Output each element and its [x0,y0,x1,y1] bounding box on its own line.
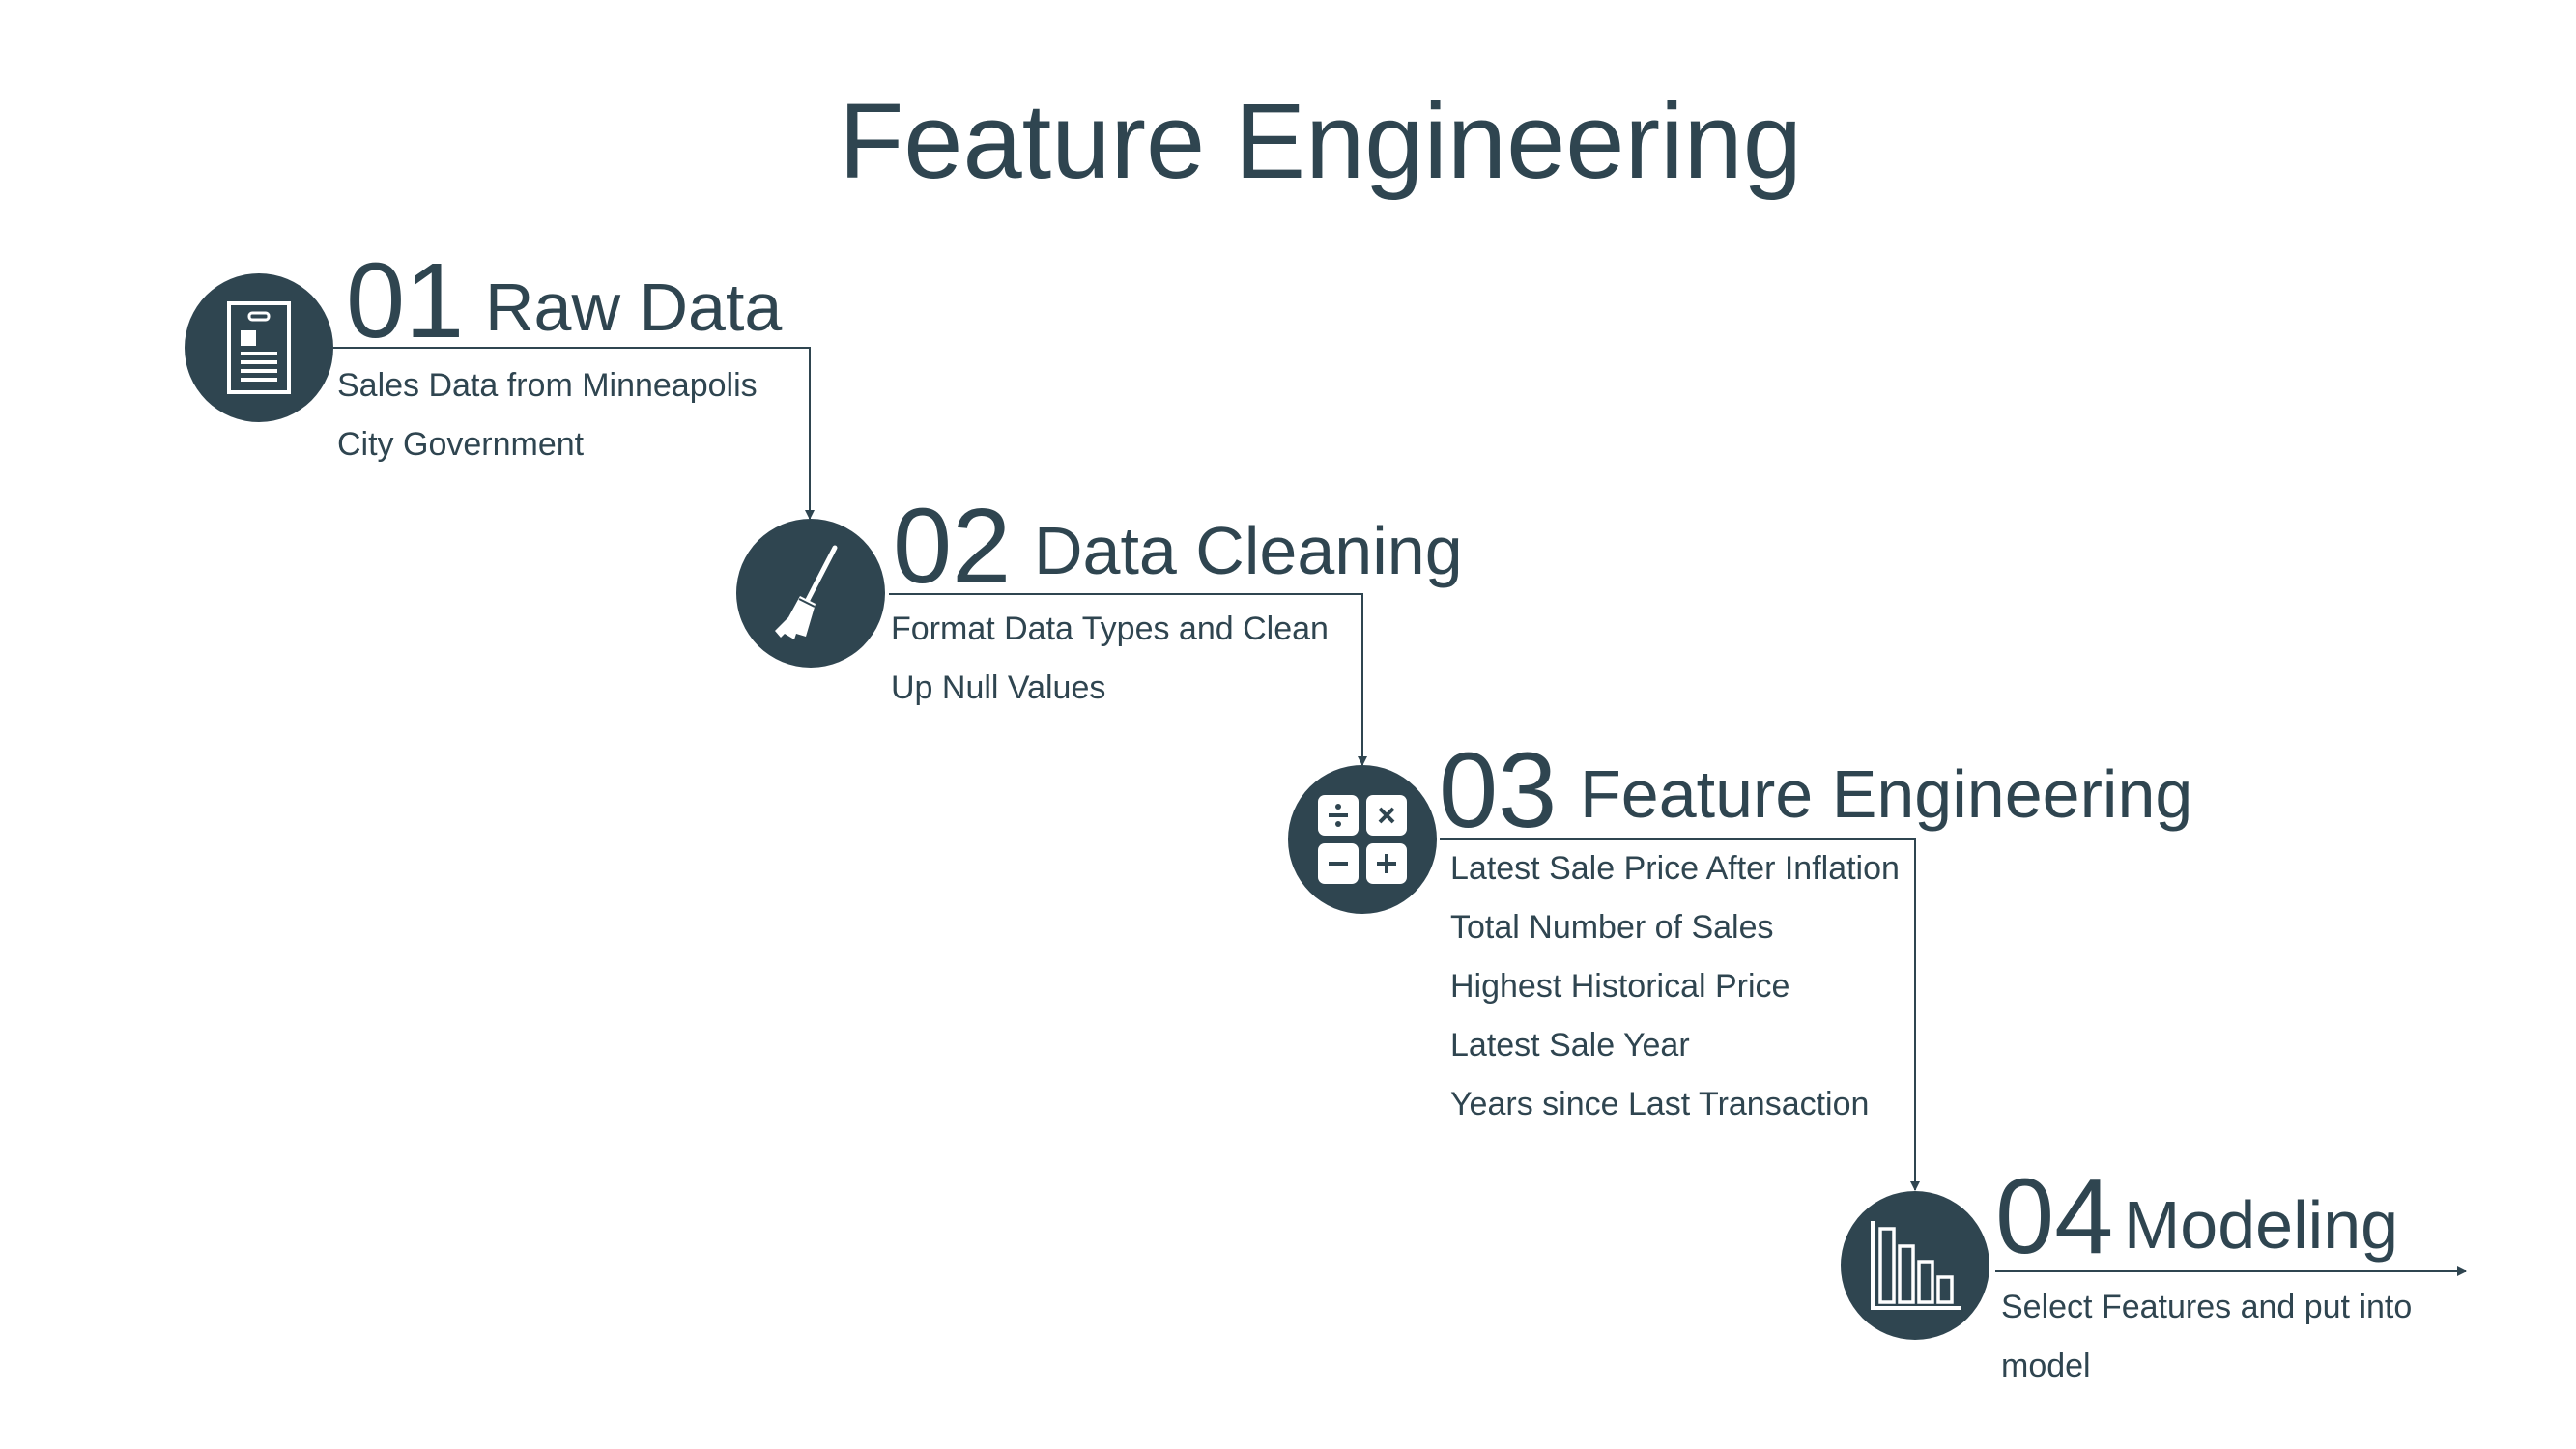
description-line: Years since Last Transaction [1450,1086,1870,1122]
step-icon-circle [1841,1191,1989,1340]
description-line: Sales Data from Minneapolis [337,367,758,404]
step-title: Modeling [2124,1187,2399,1263]
step-number: 04 [1995,1157,2114,1276]
description-line: Highest Historical Price [1450,968,1790,1005]
step-number: 01 [346,242,465,360]
step-title: Raw Data [485,270,783,345]
step-number: 02 [893,487,1012,606]
step-icon-circle [1288,765,1437,914]
document-icon [225,299,293,396]
description-line: Latest Sale Year [1450,1027,1690,1064]
step-icon-circle [736,519,885,668]
bar-chart-icon [1867,1217,1963,1314]
page-title: Feature Engineering [839,82,1802,201]
connector-03-04 [1440,838,1920,1191]
description-line: Latest Sale Price After Inflation [1450,850,1900,887]
step-description: Format Data Types and Clean Up Null Valu… [891,600,1329,718]
step-title: Data Cleaning [1034,513,1463,588]
description-line: Format Data Types and Clean [891,611,1329,647]
description-line: City Government [337,426,585,463]
step-title: Feature Engineering [1580,756,2193,832]
description-line: model [2001,1348,2091,1384]
step-number: 03 [1439,731,1558,850]
description-line: Up Null Values [891,669,1106,706]
broom-icon [767,540,854,646]
step-description: Latest Sale Price After Inflation Total … [1450,839,1900,1134]
connector-01-02 [333,347,815,520]
connector-02-03 [889,593,1367,766]
description-line: Select Features and put into [2001,1289,2413,1325]
step-description: Sales Data from Minneapolis City Governm… [337,356,758,474]
description-line: Total Number of Sales [1450,909,1774,946]
step-description: Select Features and put into model [2001,1278,2412,1396]
step-icon-circle [185,273,333,422]
calculator-icon [1316,793,1409,886]
